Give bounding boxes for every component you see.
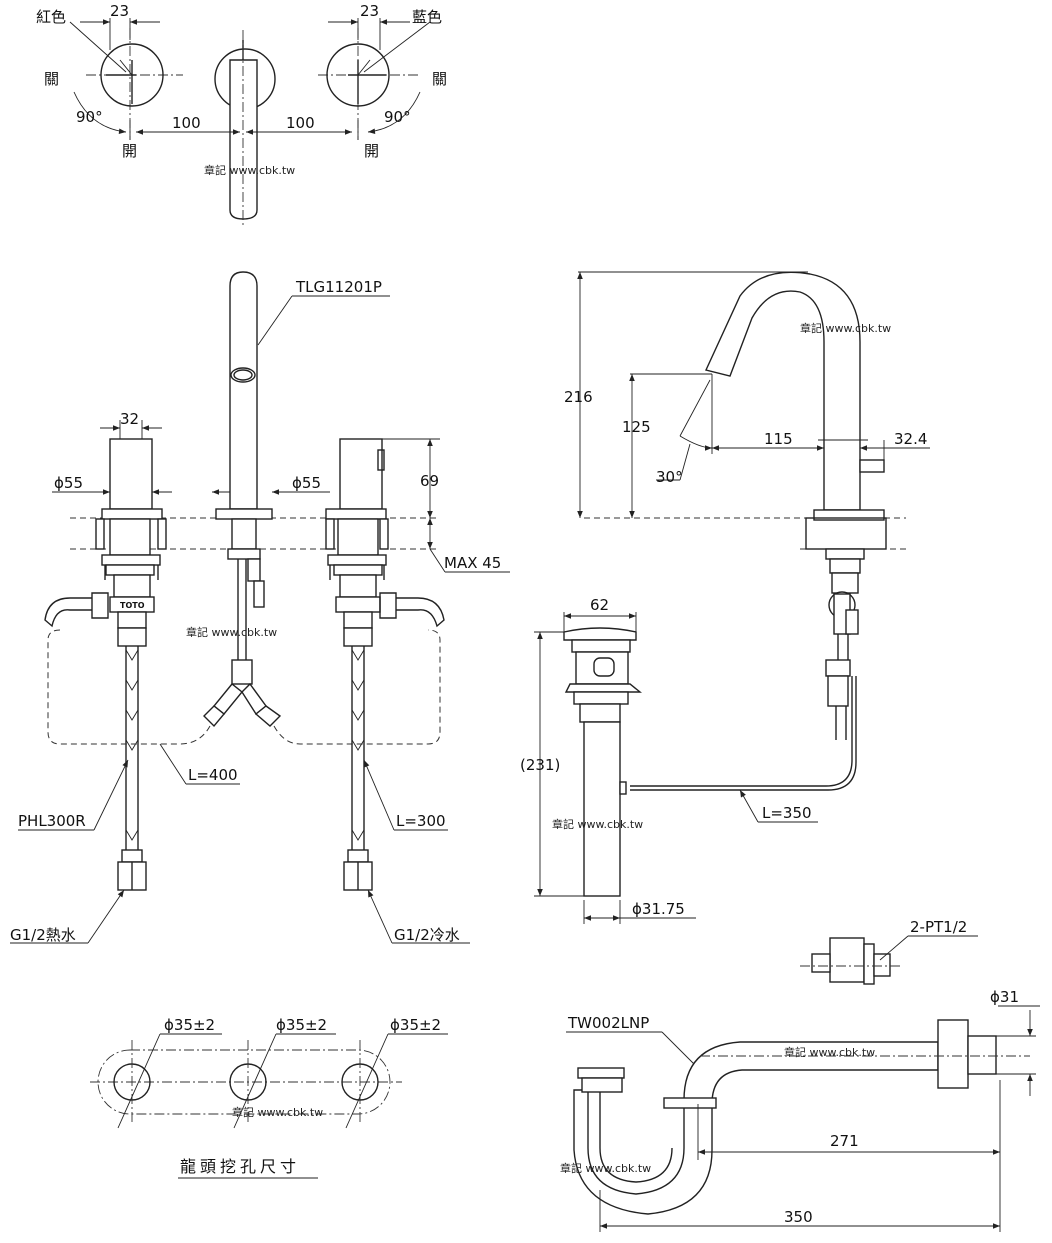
spacing-right-label: 100: [286, 114, 315, 132]
wall-flange: [800, 935, 978, 985]
p-trap: [566, 935, 1040, 1232]
pop-up-drain: [534, 612, 818, 924]
red-label: 紅色: [36, 8, 66, 26]
cold-valve-body: [325, 438, 445, 647]
dim-350-label: 350: [784, 1208, 813, 1226]
hole-layout: [90, 1033, 448, 1179]
dim-69: 69: [420, 472, 439, 490]
height-216-label: 216: [564, 388, 593, 406]
watermark: 章記 www.cbk.tw: [560, 1161, 651, 1175]
watermark: 章記 www.cbk.tw: [552, 817, 643, 831]
watermark: 章記 www.cbk.tw: [232, 1105, 323, 1119]
hot-hose: [117, 646, 147, 891]
dia-55-center: ϕ55: [292, 474, 321, 492]
dim-271-label: 271: [830, 1132, 859, 1150]
offset-32-4-label: 32.4: [894, 430, 927, 448]
rod-length-label: L=350: [762, 804, 812, 822]
labels: 紅色 藍色 23 23 關 關 開 開 90° 90° 100 100 TLG1…: [10, 2, 1019, 1226]
angle-right-label: 90°: [384, 108, 411, 126]
watermark: 章記 www.cbk.tw: [800, 321, 891, 335]
spout-top: [214, 30, 276, 228]
dim-32: 32: [120, 410, 139, 428]
drain-dia-label: ϕ31.75: [632, 900, 685, 918]
spacing-left-label: 100: [172, 114, 201, 132]
hole-center-label: ϕ35±2: [276, 1016, 327, 1034]
open-left-label: 開: [122, 142, 137, 160]
hose-model-label: PHL300R: [18, 812, 86, 830]
blue-label: 藍色: [412, 8, 442, 26]
watermark: 章記 www.cbk.tw: [186, 625, 277, 639]
logo-text: TOTO: [120, 601, 145, 610]
drain-length-label: (231): [520, 756, 560, 774]
outlet-dia-label: ϕ31: [990, 988, 1019, 1006]
closed-right-label: 關: [432, 70, 447, 88]
dia-55-left: ϕ55: [54, 474, 83, 492]
hot-inlet-label: G1/2熱水: [10, 926, 76, 944]
top-view: [69, 18, 431, 228]
angle-30-label: 30°: [656, 468, 683, 486]
flange-label: 2-PT1/2: [910, 918, 967, 936]
hole-caption: 龍頭挖孔尺寸: [180, 1157, 300, 1176]
angle-left-label: 90°: [76, 108, 103, 126]
reach-115-label: 115: [764, 430, 793, 448]
open-right-label: 開: [364, 142, 379, 160]
dim-23-left: 23: [110, 2, 129, 20]
trap-model-label: TW002LNP: [567, 1014, 649, 1032]
hole-right-label: ϕ35±2: [390, 1016, 441, 1034]
hose-300-label: L=300: [396, 812, 446, 830]
drain-width-label: 62: [590, 596, 609, 614]
cold-hose: [343, 646, 373, 891]
hose-400-label: L=400: [188, 766, 238, 784]
watermark: 章記 www.cbk.tw: [784, 1045, 875, 1059]
height-125-label: 125: [622, 418, 651, 436]
dim-23-right: 23: [360, 2, 379, 20]
hole-left-label: ϕ35±2: [164, 1016, 215, 1034]
front-view: [10, 271, 510, 944]
hot-valve-body: [44, 438, 167, 647]
max-45-label: MAX 45: [444, 554, 501, 572]
front-spout: [47, 271, 441, 745]
cold-inlet-label: G1/2冷水: [394, 926, 460, 944]
watermark: 章記 www.cbk.tw: [204, 163, 295, 177]
closed-left-label: 關: [44, 70, 59, 88]
side-view: [577, 271, 930, 791]
spout-model-label: TLG11201P: [295, 278, 382, 296]
